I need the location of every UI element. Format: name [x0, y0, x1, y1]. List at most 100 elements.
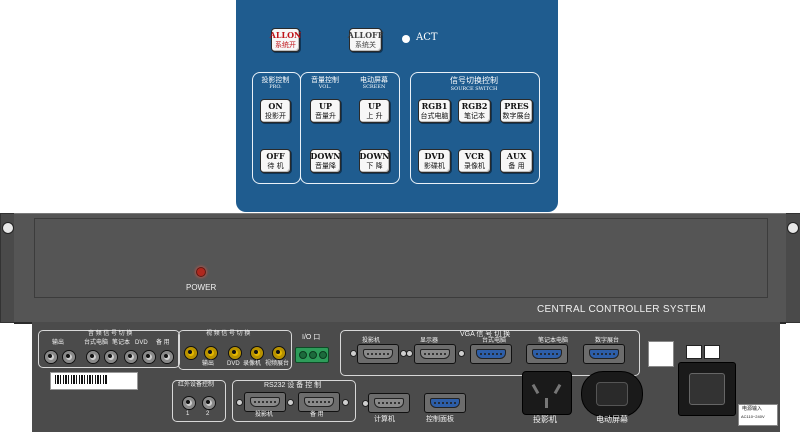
source-sublabel: 数字展台: [502, 111, 531, 120]
vga-port-laptop[interactable]: [526, 344, 568, 364]
rs232-pins: [250, 397, 280, 407]
warning-label-icon: [686, 345, 702, 359]
ir-control-title: 红外设备控制: [178, 382, 215, 388]
terminal-screw: [319, 351, 327, 359]
screen-down-sublabel: 下 降: [366, 161, 383, 170]
video-label: 录像机: [243, 361, 262, 367]
all-on-label: ALLON: [269, 30, 302, 41]
audio-jack[interactable]: [124, 350, 138, 364]
warning-label-icon: [704, 345, 720, 359]
source-dvd-button[interactable]: DVD 影碟机: [418, 149, 451, 173]
video-jack[interactable]: [228, 346, 242, 360]
audio-label: 输出: [52, 340, 65, 346]
rs232-port-spare[interactable]: [298, 392, 340, 412]
outlet-slot: [531, 383, 540, 395]
source-pres-button[interactable]: PRES 数字展台: [500, 99, 533, 123]
front-panel-inset: [34, 218, 768, 298]
vga-port-desktop[interactable]: [470, 344, 512, 364]
power-input-spec: AC110~240V: [741, 414, 765, 419]
source-label: RGB1: [421, 101, 448, 112]
audio-jack[interactable]: [44, 350, 58, 364]
volume-title-en: VOL.: [318, 84, 332, 91]
volume-up-button[interactable]: UP 音量升: [310, 99, 341, 123]
vga-port-projector[interactable]: [357, 344, 399, 364]
video-jack[interactable]: [250, 346, 264, 360]
all-on-button[interactable]: ALLON 系统开: [269, 28, 302, 52]
vga-label: 台式电脑: [482, 338, 507, 344]
vga-port-document-camera[interactable]: [583, 344, 625, 364]
power-input-tag: [738, 404, 778, 426]
rs232-port-projector[interactable]: [244, 392, 286, 412]
audio-jack[interactable]: [142, 350, 156, 364]
vga-pins: [532, 349, 562, 359]
all-on-sublabel: 系统开: [275, 40, 296, 49]
control-panel-port[interactable]: [424, 393, 466, 413]
source-vcr-button[interactable]: VCR 录像机: [458, 149, 491, 173]
audio-jack[interactable]: [104, 350, 118, 364]
act-label: ACT: [416, 32, 438, 43]
projector-group-title: 投影控制 PRO.: [252, 76, 299, 90]
video-switch-title: 视 频 信 号 切 换: [206, 331, 251, 337]
source-aux-button[interactable]: AUX 备 用: [500, 149, 533, 173]
signal-group-title: 信号切换控制 SOURCE SWITCH: [410, 76, 538, 92]
io-terminal-block[interactable]: [295, 347, 329, 363]
power-label: POWER: [186, 283, 217, 292]
connector-screw: [458, 350, 465, 357]
audio-label: 台式电脑: [84, 340, 109, 346]
projector-outlet-label: 投影机: [533, 415, 557, 424]
projector-power-outlet[interactable]: [522, 371, 572, 415]
rs232-label: 备 用: [310, 412, 324, 418]
audio-jack[interactable]: [86, 350, 100, 364]
connector-screw: [287, 399, 294, 406]
projector-off-button[interactable]: OFF 待 机: [260, 149, 291, 173]
signal-switch-group: [410, 72, 540, 184]
rs232-pins: [304, 397, 334, 407]
barcode-bars: [55, 375, 107, 384]
video-jack[interactable]: [184, 346, 198, 360]
signal-title-zh: 信号切换控制: [450, 76, 498, 85]
screen-power-outlet[interactable]: [581, 371, 643, 417]
screen-down-button[interactable]: DOWN 下 降: [359, 149, 390, 173]
computer-port[interactable]: [368, 393, 410, 413]
projector-off-sublabel: 待 机: [267, 161, 284, 170]
volume-up-sublabel: 音量升: [315, 111, 336, 120]
video-jack[interactable]: [204, 346, 218, 360]
audio-label: 笔记本: [112, 340, 131, 346]
source-rgb1-button[interactable]: RGB1 台式电脑: [418, 99, 451, 123]
rear-panel: [32, 322, 780, 432]
vga-port-monitor[interactable]: [414, 344, 456, 364]
volume-group-title: 音量控制 VOL.: [305, 76, 345, 90]
screen-up-sublabel: 上 升: [366, 111, 383, 120]
audio-label: DVD: [135, 340, 148, 346]
video-jack[interactable]: [272, 346, 286, 360]
power-inlet[interactable]: [678, 362, 736, 416]
source-rgb2-button[interactable]: RGB2 笔记本: [458, 99, 491, 123]
rack-hole: [787, 222, 799, 234]
signal-title-en: SOURCE SWITCH: [450, 85, 498, 92]
source-sublabel: 笔记本: [464, 111, 485, 120]
voltage-selector-label: [648, 341, 674, 367]
audio-jack[interactable]: [160, 350, 174, 364]
video-label: 输出: [202, 361, 215, 367]
audio-jack[interactable]: [62, 350, 76, 364]
video-label: DVD: [227, 361, 240, 367]
projector-on-button[interactable]: ON 投影开: [260, 99, 291, 123]
screen-title-en: SCREEN: [362, 84, 386, 91]
ir-port-1[interactable]: [182, 396, 196, 410]
screen-up-label: UP: [368, 101, 381, 112]
volume-down-button[interactable]: DOWN 音量降: [310, 149, 341, 173]
act-indicator-light: [402, 35, 410, 43]
audio-switch-section: [38, 330, 180, 368]
video-label: 视频展台: [265, 361, 290, 367]
screen-outlet-label: 电动屏幕: [596, 415, 628, 424]
all-off-button[interactable]: ALLOFF 系统关: [348, 28, 383, 52]
projector-off-label: OFF: [266, 151, 285, 162]
source-label: VCR: [464, 151, 485, 162]
vga-pins: [476, 349, 506, 359]
control-panel-pins: [430, 398, 460, 408]
screen-up-button[interactable]: UP 上 升: [359, 99, 390, 123]
source-sublabel: 影碟机: [424, 161, 445, 170]
serial-barcode-sticker: [50, 372, 138, 390]
ir-port-2[interactable]: [202, 396, 216, 410]
volume-title-zh: 音量控制: [311, 76, 339, 84]
